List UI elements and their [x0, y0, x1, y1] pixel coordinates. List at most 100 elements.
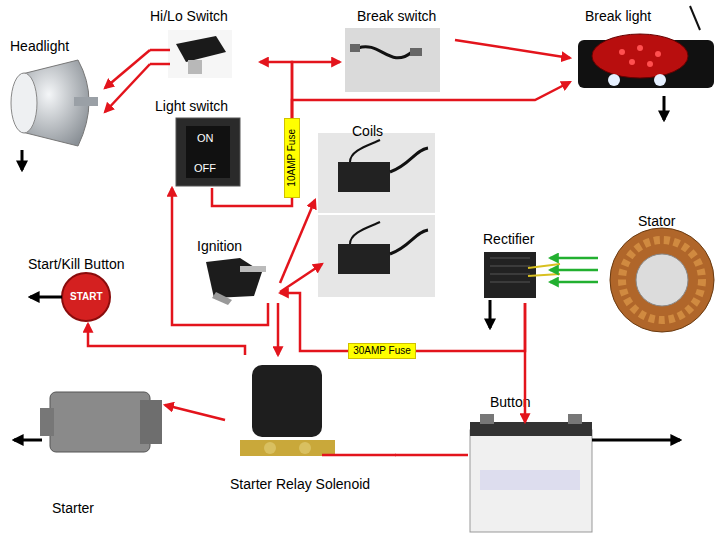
wire — [292, 62, 340, 118]
hi-lo-switch-art-part — [176, 36, 226, 62]
rectifier-art-part — [528, 274, 560, 276]
coil-art-part — [390, 148, 428, 172]
wire — [455, 40, 570, 58]
brake-light-art-part — [647, 61, 653, 67]
hi-lo-switch-art-part — [188, 60, 202, 74]
part-marking: START — [70, 291, 103, 302]
component-label: Break switch — [357, 8, 436, 24]
brake-light-art-part — [619, 49, 625, 55]
brake-switch-art-part — [410, 48, 422, 56]
coil-art-part — [318, 215, 435, 297]
start-button-art-part — [30, 296, 62, 299]
coil-art-part — [350, 222, 380, 244]
relay-art — [240, 365, 396, 456]
ignition-art-part — [240, 266, 266, 272]
ignition-art-part — [206, 258, 262, 298]
coil-art-part — [390, 230, 428, 254]
component-label: Ignition — [197, 238, 242, 254]
component-label: Starter — [52, 500, 94, 516]
headlight-art-part — [11, 73, 37, 133]
wire — [172, 188, 268, 325]
start-button-art-part — [62, 273, 110, 321]
rectifier-art-part — [490, 274, 530, 275]
starter-art-part — [40, 408, 54, 436]
component-label: Break light — [585, 8, 651, 24]
brake-light-art-part — [637, 45, 643, 51]
ac-wire — [550, 257, 598, 260]
light-switch-art-part — [186, 126, 230, 178]
component-label: Button — [490, 394, 530, 410]
component-label: Hi/Lo Switch — [150, 8, 228, 24]
battery-art-part — [592, 439, 680, 442]
coil-art-part — [338, 162, 390, 192]
light-switch-art — [176, 118, 240, 186]
brake-switch-art-part — [345, 28, 440, 92]
starter-art — [14, 392, 162, 452]
component: Headlight — [5, 38, 105, 153]
component: Break light — [570, 8, 720, 138]
battery-art — [470, 414, 680, 532]
coil-art-part — [338, 244, 390, 274]
brake-switch-art — [345, 28, 440, 92]
stator-art-part — [610, 228, 714, 332]
battery-art-part — [480, 470, 580, 490]
wire — [416, 303, 525, 351]
component: Hi/Lo Switch — [150, 8, 260, 83]
fuse-label: 30AMP Fuse — [353, 345, 411, 357]
component: Stator — [598, 213, 720, 333]
component-label: Coils — [352, 123, 383, 139]
battery-art-part — [470, 430, 592, 532]
wire — [280, 200, 315, 283]
battery-art-part — [568, 414, 582, 424]
brake-light-art-part — [592, 34, 688, 78]
headlight-art-part — [21, 150, 24, 170]
wire — [292, 82, 570, 118]
ignition-art — [206, 258, 266, 305]
component: Coils — [315, 123, 435, 213]
rectifier-art — [484, 252, 560, 328]
rectifier-art-part — [490, 258, 530, 259]
wire — [524, 303, 527, 422]
hi-lo-switch-art — [150, 30, 232, 78]
headlight-art — [11, 60, 98, 170]
component: Starter Relay Solenoid — [225, 355, 395, 497]
hi-lo-switch-art-part — [150, 63, 170, 66]
component: Ignition — [195, 238, 280, 303]
coil-art-part — [318, 133, 435, 213]
coil-art-part — [350, 140, 380, 162]
rectifier-art-part — [528, 264, 560, 268]
component: Starter — [30, 380, 165, 518]
brake-light-art-part — [663, 96, 666, 120]
brake-switch-art-part — [350, 44, 360, 52]
brake-light-art-part — [654, 74, 666, 86]
ignition-art-part — [212, 292, 232, 305]
wire — [395, 454, 468, 457]
hi-lo-switch-art-part — [168, 30, 232, 78]
part-marking: OFF — [194, 162, 216, 174]
brake-light-art-part — [690, 6, 700, 30]
relay-art-part — [252, 365, 322, 437]
stator-art-part — [636, 254, 688, 306]
component-label: Rectifier — [483, 231, 534, 247]
component: Break switch — [340, 8, 455, 93]
brake-light-art-part — [629, 59, 635, 65]
rectifier-art-part — [490, 266, 530, 267]
coil-art — [280, 133, 435, 297]
wire — [165, 405, 225, 420]
relay-art-part — [264, 442, 276, 454]
starter-art-part — [140, 400, 162, 444]
start-button-art — [30, 273, 110, 321]
brake-light-art-part — [655, 51, 661, 57]
wire — [105, 64, 150, 112]
fuse-box: 10AMP Fuse — [284, 118, 300, 198]
component-label: Stator — [638, 213, 675, 229]
stator-art-part — [622, 240, 702, 320]
wire — [212, 188, 292, 206]
component: Start/Kill Button — [25, 256, 150, 324]
battery-art-part — [470, 422, 592, 436]
part-marking: ON — [197, 132, 214, 144]
starter-art-part — [50, 392, 150, 452]
ac-wire — [550, 281, 598, 284]
component: Rectifier — [480, 231, 550, 303]
